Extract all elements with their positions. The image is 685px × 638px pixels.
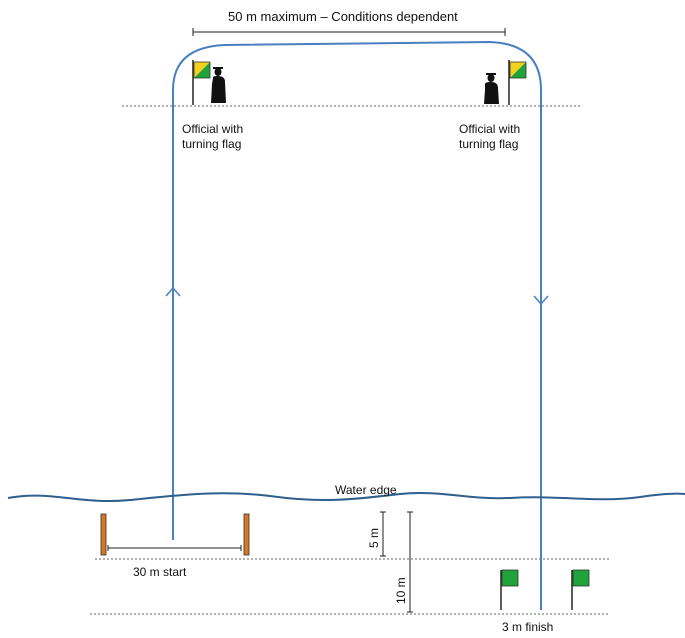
water-edge-line <box>7 492 685 503</box>
turning-flag-icon <box>508 60 527 105</box>
max-width-label: 50 m maximum – Conditions dependent <box>228 9 458 24</box>
official-left-label-line1: Official with <box>182 122 244 136</box>
start-post-icon <box>243 513 250 556</box>
start-post-icon <box>100 513 107 556</box>
up-arrow-icon <box>165 286 181 297</box>
water-edge-label: Water edge <box>335 483 397 497</box>
dimension-5m <box>380 511 386 557</box>
finish-flag-icon <box>500 569 519 610</box>
finish-flag-icon <box>571 569 590 610</box>
official-left-label-line2: turning flag <box>182 137 242 151</box>
official-silhouette-icon <box>211 67 226 103</box>
official-right-label-line1: Official with <box>459 122 521 136</box>
course-path <box>172 40 542 610</box>
down-arrow-icon <box>533 295 549 306</box>
dimension-10m-label: 10 m <box>394 577 408 604</box>
dimension-5m-label: 5 m <box>367 527 381 548</box>
finish-label: 3 m finish <box>502 620 554 634</box>
start-dimension <box>107 545 242 551</box>
turning-flag-icon <box>192 60 211 105</box>
dimension-10m <box>407 511 413 613</box>
max-width-dimension <box>192 28 506 36</box>
official-silhouette-icon <box>484 73 499 104</box>
official-right-label-line2: turning flag <box>459 137 519 151</box>
start-label: 30 m start <box>133 565 187 579</box>
